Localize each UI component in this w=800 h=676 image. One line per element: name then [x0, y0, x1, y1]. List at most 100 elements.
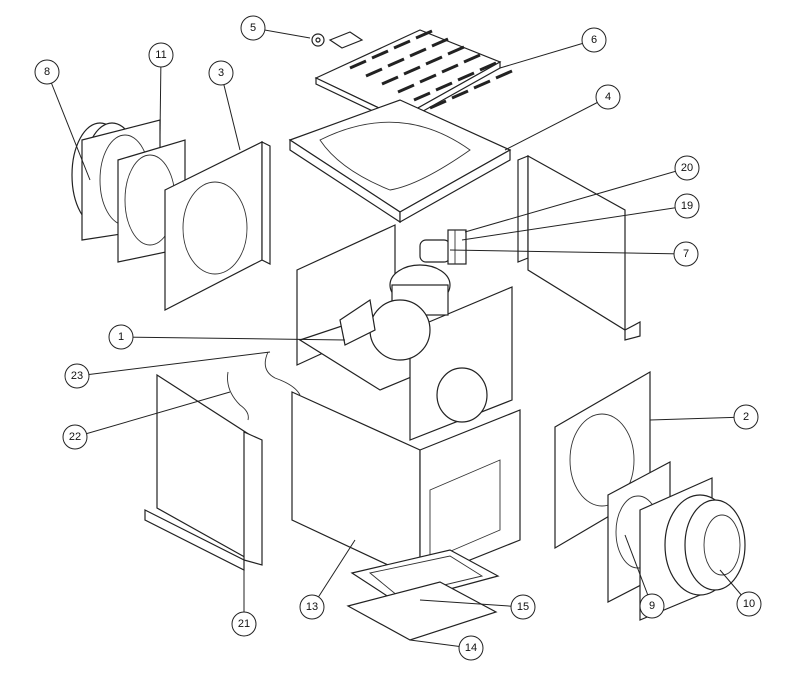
callout-bubble [736, 591, 762, 617]
callout-label: 4 [605, 91, 611, 103]
leader-line [220, 72, 241, 151]
callout-bubble [240, 15, 266, 41]
part-7-switch-bracket [419, 229, 467, 265]
callout-bubble [299, 594, 325, 620]
leader-line [499, 39, 595, 69]
callout-bubble [148, 42, 174, 68]
callout-bubble [64, 363, 90, 389]
leader-line [76, 351, 271, 377]
leader-line [46, 71, 91, 181]
vent-slot [473, 79, 491, 90]
leader-line [120, 336, 346, 341]
part-13-lower-cabinet [291, 391, 521, 581]
callout-label: 5 [250, 22, 256, 34]
vent-slot [441, 63, 459, 74]
part-15-gasket-plate [350, 549, 500, 604]
vent-slot [479, 61, 497, 72]
callout-label: 13 [306, 601, 318, 613]
callout-label: 20 [681, 162, 693, 174]
callout-label: 10 [743, 598, 755, 610]
leader-line [624, 534, 653, 607]
callout-label: 1 [118, 331, 124, 343]
callout-bubble [733, 404, 759, 430]
callout-6: 6 [499, 27, 607, 69]
callout-5: 5 [240, 15, 311, 41]
callout-20: 20 [464, 155, 700, 233]
part-23-hose [264, 351, 301, 396]
callout-label: 9 [649, 600, 655, 612]
callout-bubble [458, 635, 484, 661]
vent-slot [431, 37, 449, 48]
callout-label: 7 [683, 248, 689, 260]
callout-bubble [595, 84, 621, 110]
leader-line [159, 54, 162, 136]
vent-slot [463, 53, 481, 64]
vent-slot [419, 73, 437, 84]
callout-13: 13 [299, 539, 356, 620]
callout-4: 4 [504, 84, 621, 151]
callout-10: 10 [719, 569, 762, 617]
part-5-knob [311, 33, 325, 47]
leader-line [461, 205, 688, 241]
vent-slot [413, 91, 431, 102]
vent-slot [451, 89, 469, 100]
vent-slot [447, 45, 465, 56]
part-6-vented-lid [314, 29, 513, 126]
callout-22: 22 [62, 391, 231, 450]
callout-label: 8 [44, 66, 50, 78]
vent-slot [495, 69, 513, 80]
vent-slot [365, 67, 383, 78]
callout-label: 23 [71, 370, 83, 382]
vent-slot [381, 75, 399, 86]
callout-8: 8 [34, 59, 91, 181]
back-right-panel [517, 154, 641, 341]
callout-label: 19 [681, 200, 693, 212]
callout-label: 11 [155, 49, 166, 61]
leader-line [74, 391, 231, 438]
vent-slot [415, 29, 433, 40]
callout-bubble [108, 324, 134, 350]
callout-label: 2 [743, 411, 749, 423]
callout-9: 9 [624, 534, 665, 619]
callout-bubble [231, 611, 257, 637]
vent-slot [349, 59, 367, 70]
callout-bubble [639, 593, 665, 619]
part-3-side-plate-left [164, 141, 271, 311]
callout-19: 19 [461, 193, 700, 241]
callout-bubble [208, 60, 234, 86]
callout-label: 22 [69, 431, 81, 443]
leader-line [419, 599, 524, 608]
vent-slot [403, 65, 421, 76]
callout-bubble [674, 193, 700, 219]
callout-15: 15 [419, 594, 536, 620]
callout-23: 23 [64, 351, 271, 389]
vent-slot [457, 71, 475, 82]
leader-line [649, 416, 747, 421]
vent-slot [425, 55, 443, 66]
part-1-blower-assembly [296, 224, 513, 441]
callout-bubble [62, 424, 88, 450]
callout-1: 1 [108, 324, 346, 350]
callout-11: 11 [148, 42, 174, 136]
leader-line [311, 539, 356, 608]
callout-label: 3 [218, 67, 224, 79]
vent-slot [393, 39, 411, 50]
leader-line [449, 249, 687, 255]
part-10-collar-right [639, 477, 746, 621]
part-21-side-panel-left [144, 373, 263, 571]
part-22-hose [227, 371, 249, 421]
callout-bubble [581, 27, 607, 53]
callout-bubble [510, 594, 536, 620]
callout-label: 6 [591, 34, 597, 46]
callout-bubble [673, 241, 699, 267]
vent-slot [435, 81, 453, 92]
callout-label: 21 [238, 618, 250, 630]
callout-3: 3 [208, 60, 241, 151]
callout-bubble [34, 59, 60, 85]
callout-bubble [674, 155, 700, 181]
vent-slot [387, 57, 405, 68]
callout-14: 14 [409, 635, 484, 661]
callout-label: 14 [465, 642, 477, 654]
